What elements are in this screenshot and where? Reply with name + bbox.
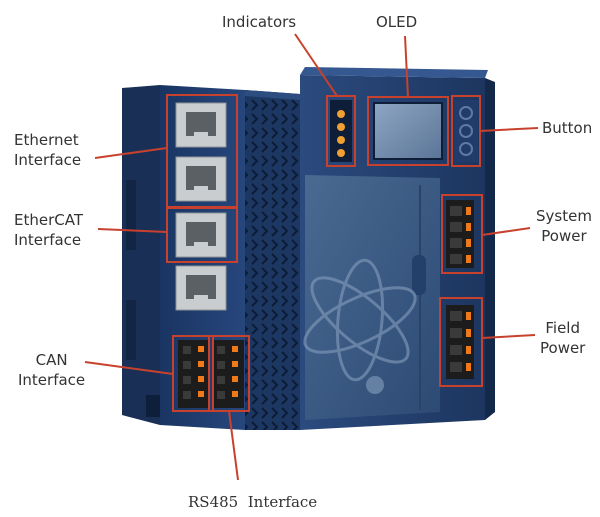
button-up[interactable] — [459, 106, 473, 120]
ethercat-highlight-box — [166, 207, 238, 263]
ethercat-label-line2: Interface — [14, 231, 82, 249]
can-terminal-block[interactable] — [178, 340, 210, 408]
system-power-label: System Power — [536, 206, 592, 246]
ethernet-port[interactable] — [175, 156, 227, 202]
indicators-leader-line — [294, 33, 338, 97]
ethernet-label: Ethernet Interface — [14, 130, 81, 170]
system-power-connector[interactable] — [446, 200, 474, 268]
ethercat-port[interactable] — [175, 265, 227, 311]
rs485-leader-line — [228, 410, 239, 481]
field-power-label-line1: Field — [545, 319, 580, 337]
left-side-panel — [122, 85, 160, 425]
indicators-highlight-box — [326, 95, 356, 167]
atom-logo — [303, 258, 417, 394]
button-leader-line — [479, 127, 539, 132]
annotations — [84, 33, 539, 481]
rail-slot — [126, 300, 136, 360]
indicator-leds — [330, 100, 352, 162]
ethernet-leader-line — [94, 147, 168, 159]
field-power-leader-line — [481, 334, 536, 339]
field-power-highlight-box — [439, 297, 483, 387]
system-power-label-line2: Power — [541, 227, 587, 245]
field-power-label-line2: Power — [540, 339, 586, 357]
rail-slot — [126, 180, 136, 250]
ethernet-port[interactable] — [175, 102, 227, 148]
can-label-line2: Interface — [18, 371, 86, 389]
indicators-label: Indicators — [222, 13, 297, 31]
can-label-line1: CAN — [35, 351, 68, 369]
button-mid[interactable] — [459, 124, 473, 138]
button-label: Button — [542, 119, 593, 137]
vent-section — [245, 90, 300, 430]
rs485-label: RS485 Interface — [188, 493, 318, 511]
right-edge — [485, 78, 495, 420]
rs485-terminal-block[interactable] — [212, 340, 244, 408]
oled-display — [373, 102, 443, 160]
can-leader-line — [84, 361, 174, 375]
field-power-label: Field Power — [540, 318, 585, 358]
din-clip — [146, 395, 160, 417]
system-power-label-line1: System — [536, 207, 592, 225]
ethercat-label: EtherCAT Interface — [14, 210, 83, 250]
button-panel[interactable] — [454, 100, 478, 162]
ethercat-leader-line — [97, 228, 168, 233]
button-down[interactable] — [459, 142, 473, 156]
ethercat-label-line1: EtherCAT — [14, 211, 83, 229]
ethernet-label-line1: Ethernet — [14, 131, 79, 149]
ethernet-label-line2: Interface — [14, 151, 82, 169]
top-edge — [300, 67, 488, 78]
device-body — [122, 67, 495, 430]
door-handle — [412, 255, 426, 295]
system-power-leader-line — [481, 227, 531, 236]
ethercat-port[interactable] — [175, 212, 227, 258]
oled-leader-line — [404, 35, 409, 98]
can-label: CAN Interface — [18, 350, 85, 390]
field-power-connector[interactable] — [446, 305, 474, 379]
oled-label: OLED — [376, 13, 418, 31]
